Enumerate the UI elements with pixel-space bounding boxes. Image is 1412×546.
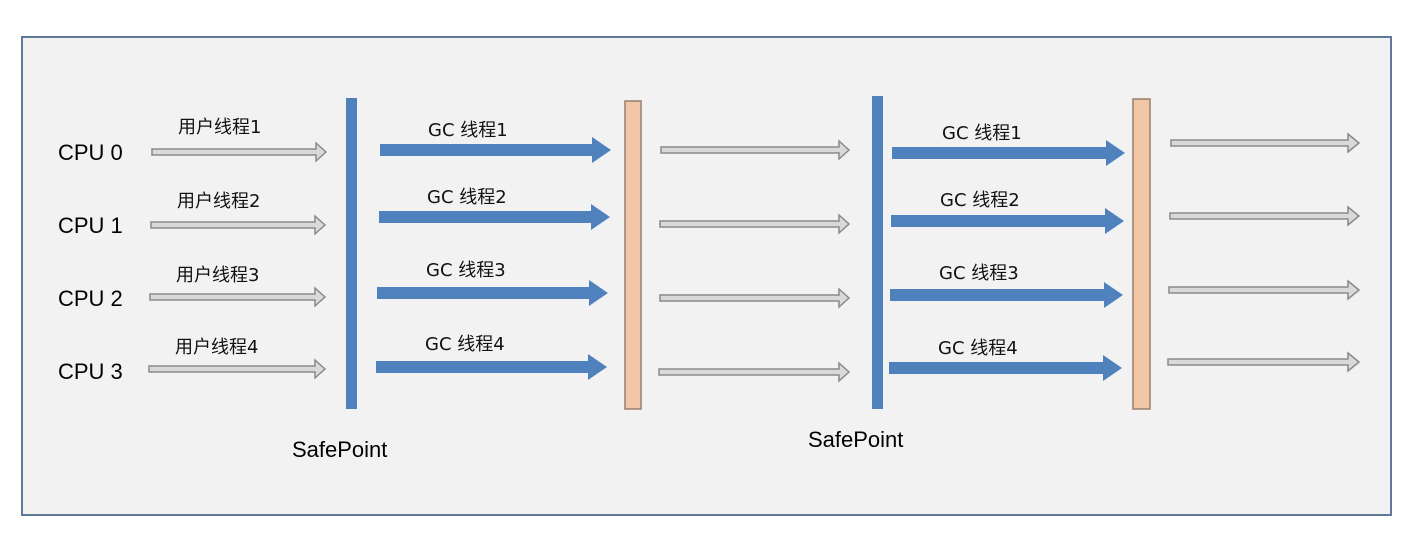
- user-thread-arrow-final-4: [1167, 351, 1361, 373]
- gc-thread-arrow-4-phase2: [889, 355, 1122, 381]
- safepoint-label-2: SafePoint: [808, 427, 903, 452]
- gc-thread-label-4-phase1: GC 线程4: [425, 334, 505, 355]
- safepoint-bar-2: [872, 96, 883, 409]
- user-thread-label-2: 用户线程2: [177, 191, 260, 212]
- user-thread-arrow-3: [149, 286, 327, 308]
- diagram-frame: [21, 36, 1392, 516]
- cpu-label-2: CPU 2: [58, 286, 123, 311]
- gc-thread-label-1-phase2: GC 线程1: [942, 123, 1022, 144]
- safepoint-label-1: SafePoint: [292, 437, 387, 462]
- safepoint-bar-1: [346, 98, 357, 409]
- cpu-label-3: CPU 3: [58, 359, 123, 384]
- gc-thread-label-3-phase1: GC 线程3: [426, 260, 506, 281]
- gc-end-bar-1: [624, 100, 642, 410]
- gc-thread-arrow-1-phase2: [892, 140, 1125, 166]
- gc-thread-arrow-2-phase1: [379, 204, 610, 230]
- user-thread-arrow-resume-2: [659, 213, 851, 235]
- gc-thread-label-4-phase2: GC 线程4: [938, 338, 1018, 359]
- gc-thread-arrow-4-phase1: [376, 354, 607, 380]
- gc-thread-label-1-phase1: GC 线程1: [428, 120, 508, 141]
- user-thread-arrow-1: [151, 141, 328, 163]
- user-thread-label-4: 用户线程4: [175, 337, 258, 358]
- user-thread-arrow-final-2: [1169, 205, 1361, 227]
- gc-thread-label-2-phase2: GC 线程2: [940, 190, 1020, 211]
- gc-thread-arrow-1-phase1: [380, 137, 611, 163]
- gc-thread-arrow-2-phase2: [891, 208, 1124, 234]
- user-thread-arrow-resume-3: [659, 287, 851, 309]
- user-thread-arrow-final-1: [1170, 132, 1361, 154]
- cpu-label-1: CPU 1: [58, 213, 123, 238]
- gc-end-bar-2: [1132, 98, 1151, 410]
- gc-thread-label-3-phase2: GC 线程3: [939, 263, 1019, 284]
- user-thread-label-1: 用户线程1: [178, 117, 261, 138]
- user-thread-arrow-resume-4: [658, 361, 851, 383]
- user-thread-arrow-final-3: [1168, 279, 1361, 301]
- user-thread-label-3: 用户线程3: [176, 265, 259, 286]
- cpu-label-0: CPU 0: [58, 140, 123, 165]
- user-thread-arrow-4: [148, 358, 327, 380]
- gc-thread-label-2-phase1: GC 线程2: [427, 187, 507, 208]
- gc-thread-arrow-3-phase1: [377, 280, 608, 306]
- gc-thread-arrow-3-phase2: [890, 282, 1123, 308]
- user-thread-arrow-2: [150, 214, 327, 236]
- user-thread-arrow-resume-1: [660, 139, 851, 161]
